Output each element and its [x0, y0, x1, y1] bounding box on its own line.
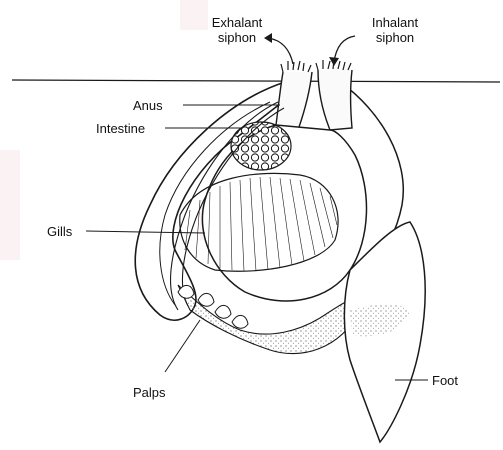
sediment-surface-line: [12, 80, 500, 82]
label-exhalant-siphon: Exhalant siphon: [192, 15, 282, 45]
exhalant-siphon-tube: [276, 72, 312, 130]
label-intestine: Intestine: [96, 121, 145, 136]
label-foot: Foot: [432, 373, 458, 388]
label-exhalant-siphon-line1: Exhalant: [212, 15, 263, 30]
label-inhalant-siphon: Inhalant siphon: [350, 15, 440, 45]
label-gills: Gills: [47, 224, 72, 239]
label-inhalant-siphon-line2: siphon: [376, 30, 414, 45]
label-inhalant-siphon-line1: Inhalant: [372, 15, 418, 30]
label-palps: Palps: [133, 385, 166, 400]
inhalant-siphon-tube: [318, 70, 352, 130]
label-anus: Anus: [133, 98, 163, 113]
label-exhalant-siphon-line2: siphon: [218, 30, 256, 45]
